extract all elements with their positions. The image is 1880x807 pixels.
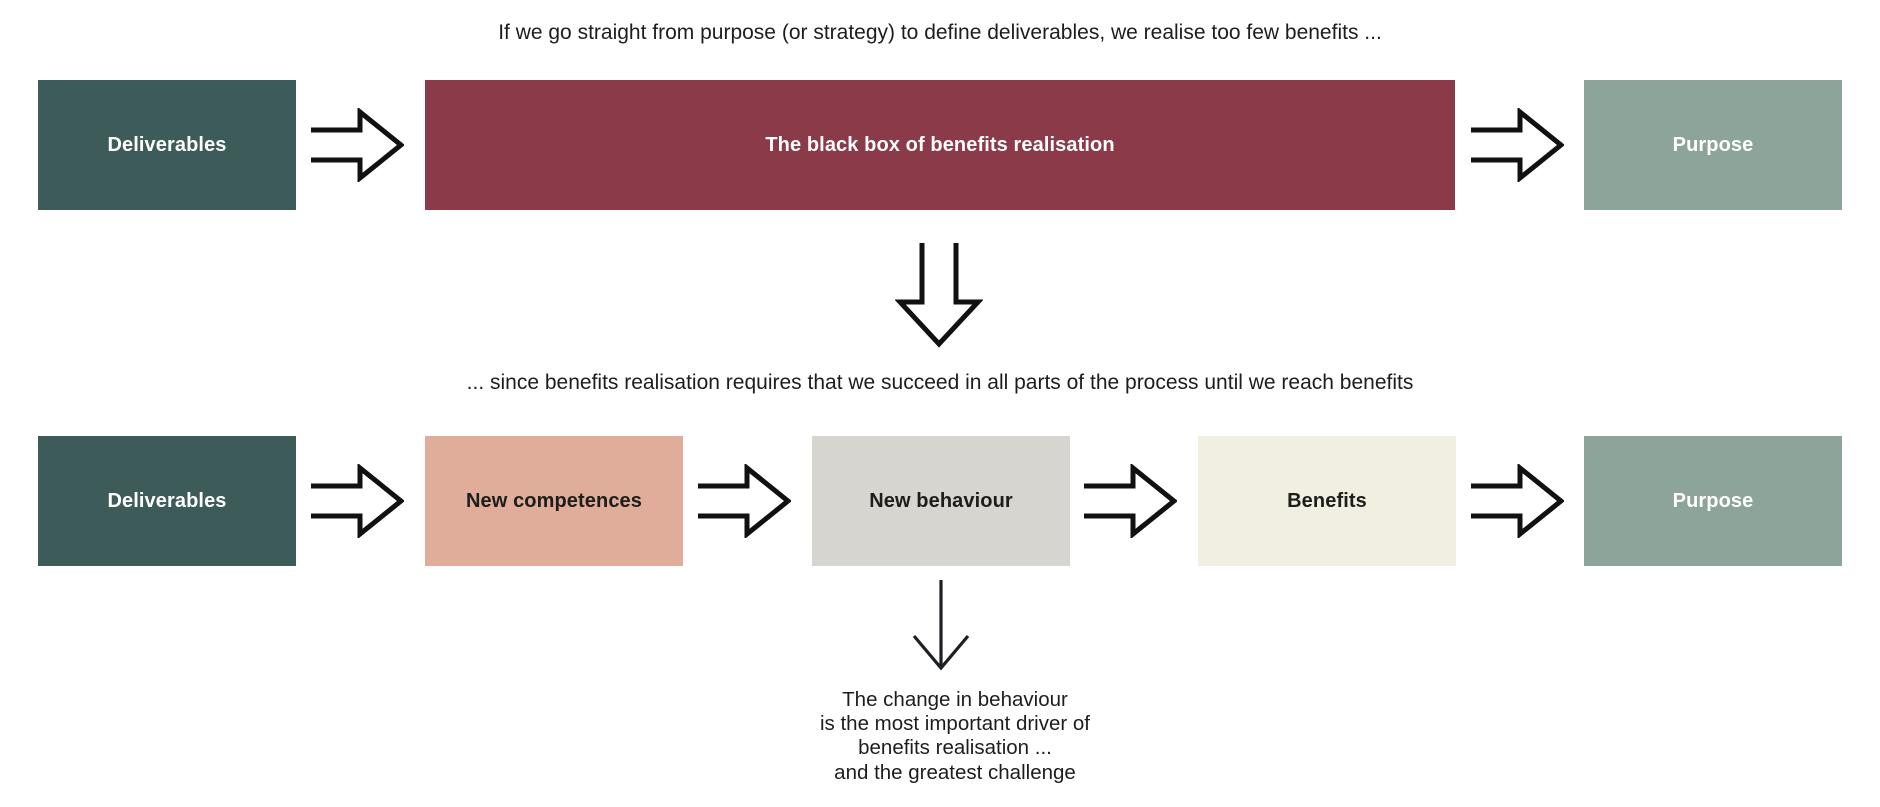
arrow-right-icon [1468,464,1564,538]
box-benefits[interactable]: Benefits [1198,436,1456,566]
arrow-right-icon [695,464,791,538]
arrow-down-icon [895,240,983,348]
arrow-right-icon [308,108,404,182]
arrow-right-icon [1468,108,1564,182]
box-new-behaviour[interactable]: New behaviour [812,436,1070,566]
caption-bottom-line-2: is the most important driver of [819,712,1090,736]
caption-bottom-line-3: benefits realisation ... [858,736,1052,760]
arrow-right-icon [308,464,404,538]
caption-middle: ... since benefits realisation requires … [466,371,1414,394]
box-new-competences[interactable]: New competences [425,436,683,566]
box-black-box-of-benefits-realisation[interactable]: The black box of benefits realisation [425,80,1455,210]
caption-top: If we go straight from purpose (or strat… [498,21,1382,44]
box-purpose-row1[interactable]: Purpose [1584,80,1842,210]
arrow-right-icon [1081,464,1177,538]
box-purpose-row2[interactable]: Purpose [1584,436,1842,566]
box-deliverables-row1[interactable]: Deliverables [38,80,296,210]
caption-bottom-line-1: The change in behaviour [842,688,1068,711]
arrow-down-line-icon [908,578,974,672]
box-deliverables-row2[interactable]: Deliverables [38,436,296,566]
caption-bottom: The change in behaviour is the most impo… [690,688,1220,785]
caption-bottom-line-4: and the greatest challenge [834,760,1076,784]
